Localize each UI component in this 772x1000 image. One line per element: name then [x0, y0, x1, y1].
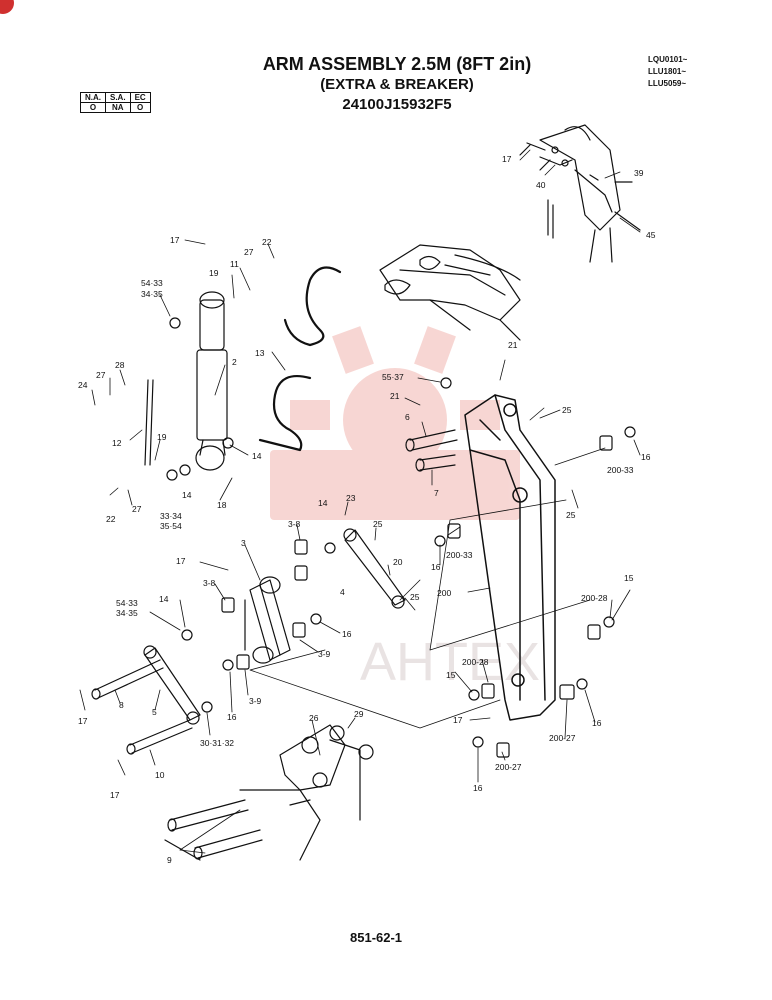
label-3: 3: [241, 538, 246, 548]
label-17b: 17: [170, 235, 180, 245]
label-19b: 19: [157, 432, 167, 442]
label-28: 28: [115, 360, 125, 370]
serial-1: LQU0101~: [648, 55, 688, 64]
page-number: 851-62-1: [350, 930, 403, 945]
label-33-34: 33·34: [160, 511, 182, 521]
title-line-2: (EXTRA & BREAKER): [320, 76, 474, 93]
applic-value-na: O: [80, 102, 106, 113]
label-20: 20: [393, 557, 403, 567]
bushings: [166, 317, 636, 760]
boom-end: [379, 244, 521, 341]
arm-main: [464, 394, 556, 721]
label-29: 29: [354, 709, 364, 719]
label-18: 18: [217, 500, 227, 510]
label-5: 5: [152, 707, 157, 717]
label-13: 13: [255, 348, 265, 358]
applicability-table: N.A. S.A. EC O NA O: [80, 92, 151, 113]
inset-detail: [519, 124, 641, 263]
label-54-33b: 54·33: [116, 598, 138, 608]
label-3-8a: 3-8: [288, 519, 301, 529]
label-14c: 14: [318, 498, 328, 508]
label-14b: 14: [182, 490, 192, 500]
applic-value-ec: O: [129, 102, 151, 113]
label-34-35b: 34·35: [116, 608, 138, 618]
label-16b: 16: [431, 562, 441, 572]
label-6: 6: [405, 412, 410, 422]
pins: [91, 429, 458, 860]
rod: [144, 379, 154, 466]
label-8: 8: [119, 700, 124, 710]
label-17f: 17: [110, 790, 120, 800]
label-21b: 21: [390, 391, 400, 401]
label-16d: 16: [227, 712, 237, 722]
label-25b: 25: [566, 510, 576, 520]
label-200-28a: 200-28: [581, 593, 608, 603]
label-14d: 14: [159, 594, 169, 604]
title-line-3: 24100J15932F5: [342, 96, 452, 113]
label-45: 45: [646, 230, 656, 240]
label-39: 39: [634, 168, 644, 178]
label-17-left: 17: [78, 716, 88, 726]
hoses: [258, 266, 342, 452]
label-25c: 25: [373, 519, 383, 529]
label-40: 40: [536, 180, 546, 190]
label-7: 7: [434, 488, 439, 498]
label-35-54: 35·54: [160, 521, 182, 531]
label-2: 2: [232, 357, 237, 367]
label-200-33b: 200-33: [446, 550, 473, 560]
serial-2: LLU1801~: [648, 67, 687, 76]
label-25a: 25: [562, 405, 572, 415]
label-21a: 21: [508, 340, 518, 350]
label-55-37: 55·37: [382, 372, 404, 382]
link-five: [143, 645, 201, 725]
label-27c: 27: [132, 504, 142, 514]
label-200-33a: 200-33: [607, 465, 634, 475]
label-23: 23: [346, 493, 356, 503]
link-four: [343, 528, 406, 609]
label-54-33a: 54·33: [141, 278, 163, 288]
label-4: 4: [340, 587, 345, 597]
label-24: 24: [78, 380, 88, 390]
label-17c: 17: [176, 556, 186, 566]
label-3-9b: 3-9: [249, 696, 262, 706]
label-14a: 14: [252, 451, 262, 461]
label-11: 11: [230, 259, 239, 269]
label-3-8b: 3-8: [203, 578, 216, 588]
label-200-27a: 200-27: [495, 762, 522, 772]
label-16f: 16: [592, 718, 602, 728]
label-19a: 19: [209, 268, 219, 278]
label-200: 200: [437, 588, 452, 598]
label-15a: 15: [624, 573, 634, 583]
bucket-bracket: [164, 724, 361, 861]
leader-lines: [79, 149, 641, 854]
label-27a: 27: [244, 247, 254, 257]
label-15b: 15: [446, 670, 456, 680]
corner-marker: [0, 0, 14, 14]
serial-3: LLU5059~: [648, 79, 687, 88]
label-34-35a: 34·35: [141, 289, 163, 299]
label-17a: 17: [502, 154, 512, 164]
label-22a: 22: [262, 237, 272, 247]
label-16c: 16: [342, 629, 352, 639]
label-26: 26: [309, 713, 319, 723]
label-16a: 16: [641, 452, 651, 462]
label-25d: 25: [410, 592, 420, 602]
label-17d: 17: [453, 715, 463, 725]
cylinder: [195, 291, 228, 471]
label-3-9a: 3-9: [318, 649, 331, 659]
label-200-28b: 200-28: [462, 657, 489, 667]
label-16e: 16: [473, 783, 483, 793]
label-200-27b: 200-27: [549, 733, 576, 743]
title-line-1: ARM ASSEMBLY 2.5M (8FT 2in): [262, 54, 532, 74]
label-9: 9: [167, 855, 172, 865]
label-22b: 22: [106, 514, 116, 524]
label-27b: 27: [96, 370, 106, 380]
watermark-text: AHTEX: [360, 632, 540, 692]
label-12: 12: [112, 438, 122, 448]
label-30-31-32: 30·31·32: [200, 738, 235, 748]
link-three: [244, 576, 291, 664]
label-10: 10: [155, 770, 165, 780]
